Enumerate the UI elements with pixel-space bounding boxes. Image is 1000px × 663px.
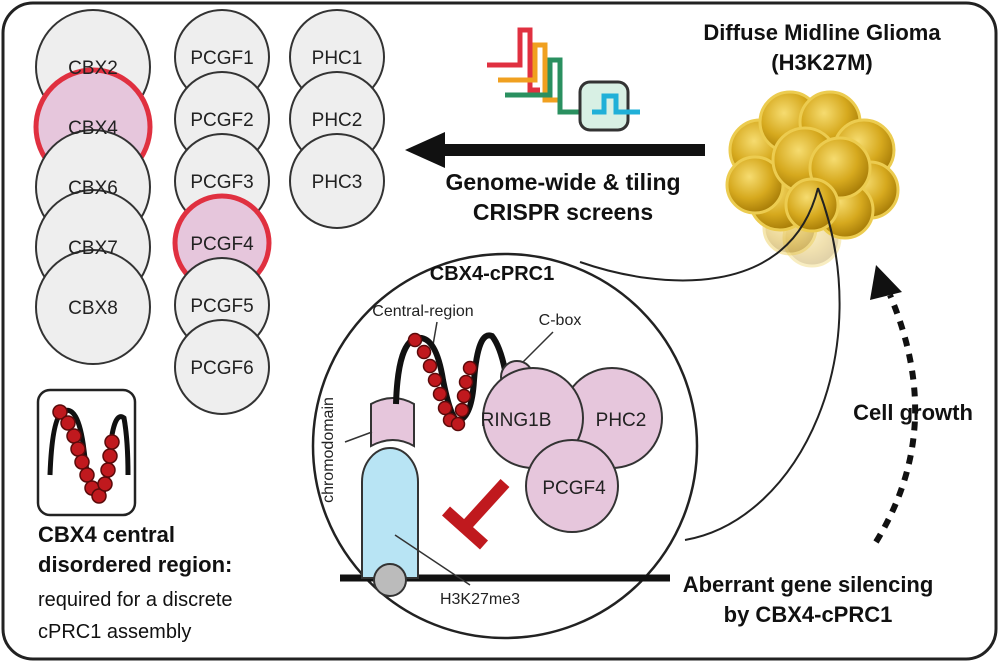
disordered-bead bbox=[462, 360, 478, 376]
pcgf2-label: PCGF2 bbox=[190, 110, 253, 131]
disordered-bead bbox=[458, 374, 474, 390]
phc3-label: PHC3 bbox=[312, 172, 363, 193]
disordered-bead bbox=[456, 388, 472, 404]
dashed-curved-arrow-icon bbox=[870, 265, 919, 544]
phc3-circle bbox=[289, 133, 385, 229]
phc1-label: PHC1 bbox=[312, 48, 363, 69]
silencing-line2: by CBX4-cPRC1 bbox=[724, 602, 893, 627]
disordered-bead bbox=[432, 386, 448, 402]
cbx7-label: CBX7 bbox=[68, 238, 118, 259]
pcgf6-circle bbox=[174, 319, 270, 415]
h3k27me3-pointer bbox=[394, 534, 471, 586]
pcgf3-label: PCGF3 bbox=[190, 172, 253, 193]
histone-h3 bbox=[361, 447, 419, 579]
idr-title-line1: CBX4 central bbox=[38, 522, 175, 547]
disordered-bead bbox=[450, 416, 466, 432]
screens-line1: Genome-wide & tiling bbox=[445, 169, 680, 195]
complex-title: CBX4-cPRC1 bbox=[430, 263, 554, 285]
chromodomain-pointer bbox=[344, 431, 373, 443]
disordered-bead bbox=[407, 332, 423, 348]
pcgf6-label: PCGF6 bbox=[190, 358, 253, 379]
disordered-bead bbox=[427, 372, 443, 388]
inset-bead bbox=[97, 476, 113, 492]
pcgf5-label: PCGF5 bbox=[190, 296, 253, 317]
inset-bead bbox=[60, 415, 76, 431]
inhibition-icon bbox=[441, 478, 510, 550]
zoom-line-bottom bbox=[684, 187, 841, 541]
glioma-title-line1: Diffuse Midline Glioma bbox=[703, 20, 941, 45]
chromodomain-label: chromodomain bbox=[320, 397, 337, 503]
disordered-bead bbox=[454, 402, 470, 418]
pcgf1-label: PCGF1 bbox=[190, 48, 253, 69]
pcgf4-protein bbox=[525, 439, 619, 533]
phc2-label: PHC2 bbox=[312, 110, 363, 131]
silencing-line1: Aberrant gene silencing bbox=[683, 572, 934, 597]
disordered-bead bbox=[416, 344, 432, 360]
cbx6-label: CBX6 bbox=[68, 178, 118, 199]
idr-desc-line1: required for a discrete bbox=[38, 589, 233, 611]
inset-bead bbox=[100, 462, 116, 478]
cbx2-label: CBX2 bbox=[68, 58, 118, 79]
cbx8-circle bbox=[35, 249, 151, 365]
pcgf4-label: PCGF4 bbox=[542, 478, 606, 499]
pcgf4-label: PCGF4 bbox=[190, 234, 254, 255]
central-region-pointer bbox=[432, 321, 438, 346]
h3k27me3-label: H3K27me3 bbox=[440, 591, 520, 608]
idr-title-line2: disordered region: bbox=[38, 552, 232, 577]
disordered-bead bbox=[422, 358, 438, 374]
cbox-label: C-box bbox=[539, 312, 582, 329]
phc2-label: PHC2 bbox=[596, 410, 647, 431]
inset-bead bbox=[52, 404, 68, 420]
tumor-cell-cluster bbox=[725, 90, 900, 268]
idr-desc-line2: cPRC1 assembly bbox=[38, 621, 191, 643]
central-disordered-region bbox=[393, 332, 508, 432]
idr-inset-illustration bbox=[47, 404, 131, 504]
central-region-label: Central-region bbox=[372, 303, 473, 320]
cell-growth-label: Cell growth bbox=[853, 400, 973, 425]
inset-bead bbox=[79, 467, 95, 483]
inset-bead bbox=[70, 441, 86, 457]
nucleosome bbox=[373, 563, 407, 597]
zoom-line-top bbox=[579, 187, 819, 282]
ring1b-label: RING1B bbox=[481, 410, 552, 431]
inset-bead bbox=[74, 454, 90, 470]
cbx4-label: CBX4 bbox=[68, 118, 118, 139]
glioma-title-line2: (H3K27M) bbox=[771, 50, 872, 75]
inset-bead bbox=[91, 488, 107, 504]
screens-line2: CRISPR screens bbox=[473, 199, 653, 225]
inset-bead bbox=[104, 434, 120, 450]
inset-bead bbox=[66, 428, 82, 444]
inset-bead bbox=[102, 448, 118, 464]
cbx8-label: CBX8 bbox=[68, 298, 118, 319]
disordered-bead bbox=[437, 400, 453, 416]
chromodomain bbox=[370, 397, 415, 448]
left-arrow-icon bbox=[405, 132, 705, 168]
cbox-pointer bbox=[519, 331, 554, 366]
crispr-screen-icon bbox=[487, 27, 640, 132]
